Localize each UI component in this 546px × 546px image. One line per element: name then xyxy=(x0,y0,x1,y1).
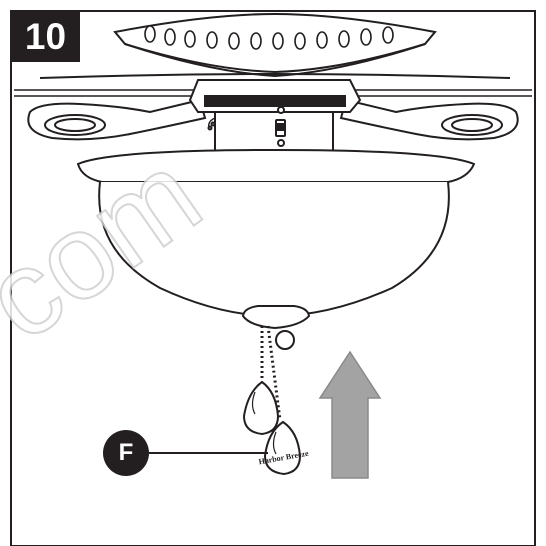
light-kit-bowl xyxy=(76,148,476,350)
step-number-badge: 10 xyxy=(11,11,80,62)
pull-chains xyxy=(260,325,282,421)
pull-chain-fob-2 xyxy=(263,420,302,476)
pull-chain-fob-1 xyxy=(242,380,280,436)
switch-housing xyxy=(188,79,362,155)
up-arrow-icon xyxy=(318,350,382,479)
diagram-border xyxy=(10,10,536,546)
blade-arm-left xyxy=(27,98,207,141)
callout-label-badge: F xyxy=(103,430,149,476)
fan-motor-housing xyxy=(14,12,532,97)
blade-arm-right xyxy=(339,98,519,141)
